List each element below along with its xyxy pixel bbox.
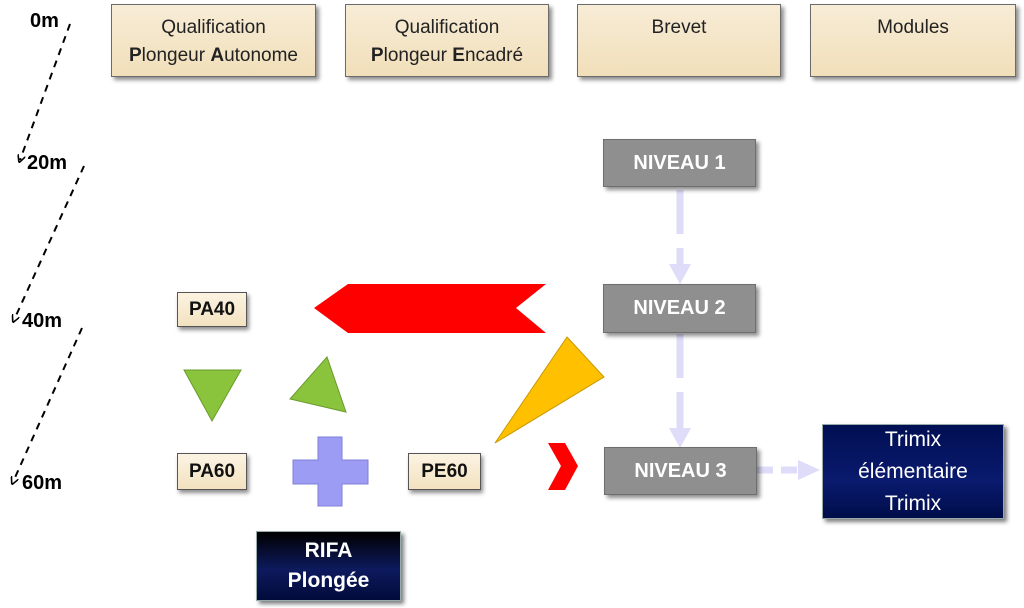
qualification-pa60: PA60 <box>177 453 247 490</box>
niveau-3-box: NIVEAU 3 <box>604 447 757 495</box>
rifa-line2: Plongée <box>287 569 370 592</box>
header-brevet-label: Brevet <box>651 17 707 38</box>
connector-n1-n2-arrowhead <box>669 264 691 284</box>
trimix-line3: Trimix <box>884 491 942 515</box>
depth-arrow-20-40 <box>14 165 85 320</box>
header-modules-label: Modules <box>877 17 949 38</box>
qualification-pe60: PE60 <box>408 453 481 490</box>
yellow-triangle <box>494 336 605 444</box>
red-left-arrow <box>314 284 546 333</box>
header-modules: Modules <box>810 4 1016 77</box>
lavender-cross <box>292 436 369 507</box>
trimix-line1: Trimix <box>884 427 942 451</box>
depth-label-20m: 20m <box>27 152 68 174</box>
rifa-line1: RIFA <box>304 539 353 562</box>
depth-label-40m: 40m <box>22 310 63 332</box>
depth-arrow-40-60 <box>13 327 83 482</box>
header-qualification-plongeur-autonome: Qualification Plongeur Autonome <box>111 4 316 77</box>
niveau-2-box: NIVEAU 2 <box>603 284 756 333</box>
trimix-line2: élémentaire <box>858 459 968 483</box>
red-chevron <box>548 443 578 490</box>
depth-label-60m: 60m <box>22 472 63 494</box>
header-pa-line1: Qualification <box>161 17 266 38</box>
module-trimix: Trimix élémentaire Trimix <box>822 424 1004 519</box>
depth-label-0m: 0m <box>30 10 59 32</box>
green-down-triangle <box>183 369 242 423</box>
niveau-1-box: NIVEAU 1 <box>603 139 756 187</box>
header-pe-line2: Plongeur Encadré <box>370 45 524 66</box>
qualification-pa40: PA40 <box>177 292 247 327</box>
header-pa-line2: Plongeur Autonome <box>128 45 299 66</box>
connector-n2-n3-arrowhead <box>669 428 691 448</box>
header-brevet: Brevet <box>577 4 781 77</box>
module-rifa-plongee: RIFA Plongée <box>256 531 401 601</box>
depth-arrow-0-20 <box>20 23 71 160</box>
connector-n3-trimix-arrowhead <box>798 460 820 480</box>
header-pe-line1: Qualification <box>394 17 500 38</box>
green-up-triangle <box>289 356 347 413</box>
header-qualification-plongeur-encadre: Qualification Plongeur Encadré <box>345 4 549 77</box>
